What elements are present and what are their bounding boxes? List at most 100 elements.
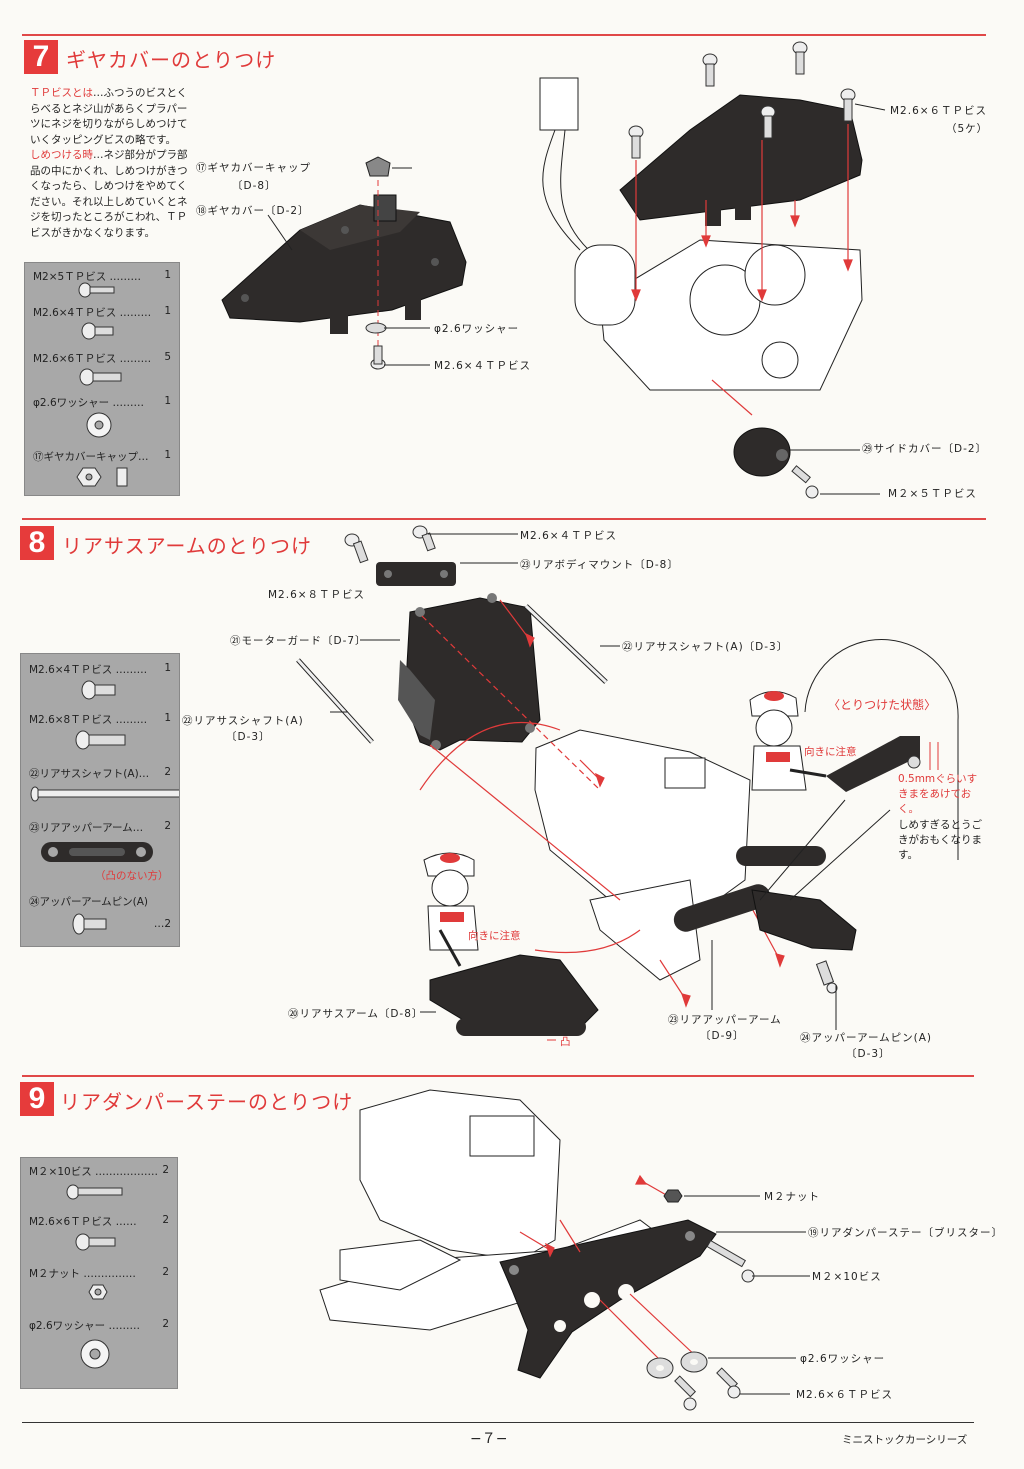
- section-8-title: リアサスアームのとりつけ: [62, 534, 312, 558]
- gap-note: 0.5mmぐらいすきまをあけておく。: [898, 773, 978, 815]
- mascot-figure-lower: [423, 852, 479, 967]
- callout-m26x4: M2.6×４ＴＰビス: [520, 530, 618, 542]
- mascot-figure-upper: [749, 691, 827, 791]
- m2x10-screw-icon: [66, 1184, 123, 1200]
- series-name: ミニストックカーシリーズ: [842, 1434, 968, 1446]
- rear-damper-stay-part: [499, 1219, 717, 1379]
- callout-m26x6: M2.6×６ＴＰビス: [796, 1389, 894, 1401]
- part-qty: 1: [164, 305, 171, 317]
- upper-arm-pin-icon: [72, 913, 107, 935]
- part-name: M2.6×6ＴＰビス ………: [33, 353, 152, 365]
- part-name: M2.6×4ＴＰビス ………: [33, 307, 152, 319]
- m26x6-screw-part: [674, 1375, 697, 1411]
- section-7-rule: [22, 34, 986, 36]
- bump-mark: 凸: [560, 1036, 571, 1048]
- motor-guard-part: [398, 593, 541, 751]
- gear-cover-diagram: [221, 194, 467, 334]
- part-name: ㉔アッパーアームピン(A): [29, 896, 149, 908]
- part-qty: 2: [162, 1318, 169, 1330]
- rear-upper-arm-part-2: [736, 846, 826, 866]
- section-7-parts-panel: M2×5ＴＰビス ………1 M2.6×4ＴＰビス ………1 M2.6×6ＴＰビス…: [24, 262, 180, 496]
- callout-side-cover: ㉙サイドカバー〔D-2〕: [862, 443, 988, 455]
- callout-rear-damper-stay: ⑲リアダンパーステー〔ブリスター〕: [808, 1227, 1003, 1239]
- screw-part: [792, 41, 808, 75]
- section-8-part-icons: [30, 680, 179, 935]
- screw-part: [344, 533, 369, 564]
- tp-screw-explanation: ＴＰビスとは…ふつうのビスとくらべるとネジ山があらくプラパーツにネジを切りながら…: [30, 86, 190, 241]
- callout-m26x6-qty: （5ケ）: [946, 123, 989, 135]
- installed-detail-part: [826, 736, 921, 792]
- callout-upper-arm-pin: ㉔アッパーアームピン(A): [800, 1032, 933, 1044]
- callout-gear-cover: ⑱ギヤカバー〔D-2〕: [196, 205, 310, 217]
- chassis-diagram: [534, 729, 751, 981]
- part-name: M2.6×4ＴＰビス ………: [29, 664, 148, 676]
- m26x6-screw-icon: [79, 368, 122, 386]
- callout-m26x8: M2.6×８ＴＰビス: [268, 589, 366, 601]
- part-name: ㉒リアサスシャフト(A)…: [29, 768, 150, 780]
- tp-screw-lead: ＴＰビスとは: [30, 87, 93, 99]
- section-8-number: 8: [20, 526, 54, 560]
- rear-sus-arm-part: [429, 954, 599, 1036]
- gearbox-cover-dark: [619, 94, 863, 226]
- tightening-text: …ネジ部分がプラ部品の中にかくれ、しめつけがきつくなったら、しめつけをやめてくだ…: [30, 149, 188, 239]
- gear-cover-cap-part: [365, 156, 391, 177]
- part-qty: 2: [164, 820, 171, 832]
- part-qty: …2: [153, 918, 171, 930]
- upper-arm-pin-part: [815, 960, 838, 994]
- rear-upper-arm-icon: [41, 842, 153, 862]
- section-8-parts-panel: M2.6×4ＴＰビス ………1 M2.6×8ＴＰビス ………1 ㉒リアサスシャフ…: [20, 653, 180, 947]
- callout-rear-sus-arm: ⑳リアサスアーム〔D-8〕: [288, 1008, 424, 1020]
- screw-part: [840, 88, 856, 122]
- screw-part: [412, 525, 436, 552]
- section-9-number: 9: [20, 1082, 54, 1116]
- m26x4-screw-icon: [81, 680, 116, 700]
- leader-line: [267, 214, 293, 251]
- side-cover-part: [733, 427, 791, 477]
- part-name: φ2.6ワッシャー ………: [29, 1320, 140, 1332]
- part-qty: 2: [162, 1214, 169, 1226]
- section-9-title: リアダンパーステーのとりつけ: [60, 1090, 354, 1114]
- part-name: ⑰ギヤカバーキャップ…: [33, 451, 149, 463]
- gearbox-diagram: [539, 77, 863, 391]
- callout-m2x5: M２×５ＴＰビス: [888, 488, 977, 500]
- m2x10-screw-part: [706, 1239, 755, 1283]
- m2x5-screw-part: [791, 465, 819, 499]
- red-assembly-lines: [419, 599, 785, 1008]
- m26x6-screw-icon: [75, 1233, 116, 1251]
- leader-line: [854, 103, 886, 111]
- callout-washer: φ2.6ワッシャー: [800, 1353, 886, 1365]
- rear-sus-shaft-right: [524, 604, 608, 684]
- part-qty: 5: [164, 351, 171, 363]
- screw-part: [702, 53, 718, 87]
- m2-nut-icon: [88, 1284, 108, 1300]
- part-qty: 1: [164, 395, 171, 407]
- installed-bubble-outline: [804, 638, 959, 860]
- parts-note-no-bump: （凸のない方）: [95, 870, 169, 882]
- rear-upper-arm-part: [673, 884, 771, 932]
- tp-screw-text: …ふつうのビスとくらべるとネジ山があらくプラパーツにネジを切りながらしめつけてい…: [30, 87, 188, 146]
- callout-gear-cover-cap: ⑰ギヤカバーキャップ: [196, 162, 311, 174]
- callout-shaft-left-ref: 〔D-3〕: [226, 731, 271, 743]
- washer-icon: [80, 1339, 110, 1369]
- section-7-number: 7: [24, 40, 58, 74]
- installed-state-title: 〈とりつけた状態〉: [828, 698, 937, 712]
- rear-sus-shaft-left: [296, 658, 374, 744]
- callout-m26x6: M2.6×６ＴＰビス: [890, 105, 988, 117]
- orientation-note-upper: 向きに注意: [804, 746, 857, 758]
- section-9-rule: [22, 1075, 974, 1077]
- callout-washer: φ2.6ワッシャー: [434, 323, 520, 335]
- washer-part: [680, 1351, 708, 1373]
- m2-nut-part: [663, 1189, 683, 1203]
- part-name: φ2.6ワッシャー ………: [33, 397, 144, 409]
- m2x5-screw-icon: [78, 282, 115, 298]
- tightening-lead: しめつける時: [30, 149, 93, 161]
- part-name: M２ナット ……………: [29, 1268, 136, 1280]
- orientation-note-lower: 向きに注意: [468, 930, 521, 942]
- m26x4-screw-icon: [81, 322, 114, 340]
- red-assembly-lines: [519, 1174, 701, 1361]
- red-assembly-arrows: [631, 124, 853, 416]
- bubble-pointer: [759, 799, 846, 901]
